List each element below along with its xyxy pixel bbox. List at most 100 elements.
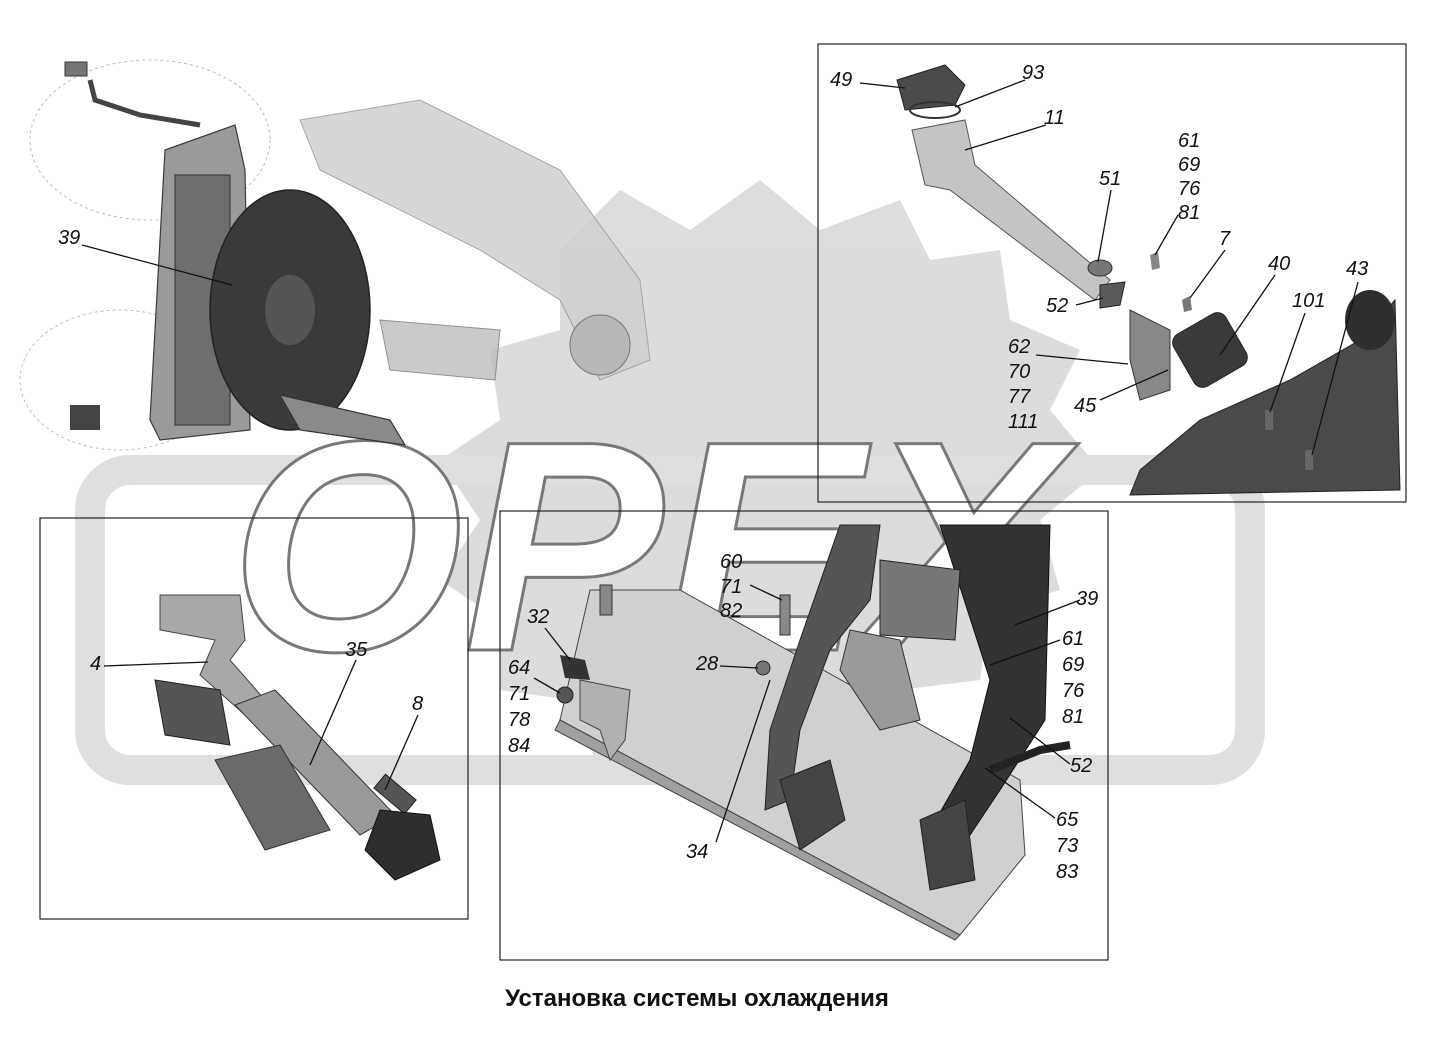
hose-clamp [1087, 259, 1113, 277]
filler-detail [817, 43, 1407, 503]
callout-label-83: 83 [1056, 861, 1078, 883]
callout-label-76: 76 [1062, 680, 1085, 702]
leader-line [1269, 312, 1306, 413]
support-arm-left [764, 524, 881, 811]
callout-label-82: 82 [720, 600, 742, 622]
callout-main-39: 39 [58, 227, 233, 286]
hose-52-frame [988, 741, 1071, 774]
nut-64 [556, 686, 574, 704]
leader-line [1009, 717, 1071, 765]
callout-label-111: 111 [1008, 411, 1038, 433]
callout-label-61: 61 [1178, 130, 1200, 152]
leader-line [309, 659, 357, 766]
callout-label-101: 101 [1292, 290, 1325, 312]
callout-label-52: 52 [1046, 295, 1068, 317]
callout-label-43: 43 [1346, 258, 1368, 280]
nut-28 [755, 660, 771, 676]
fan-hub [265, 275, 315, 345]
leader-line [544, 627, 571, 661]
expansion-tank-cylinder [1172, 312, 1248, 388]
upper-hose [87, 79, 201, 128]
tank-end-cap [1345, 290, 1395, 350]
screw-61 [1150, 252, 1160, 270]
bracket-lower [579, 679, 631, 762]
leader-line [964, 124, 1047, 151]
callout-label-8: 8 [412, 693, 423, 715]
pipe-block [154, 679, 231, 746]
clip-7 [1182, 296, 1192, 312]
leader-line [1099, 369, 1169, 401]
leader-line [719, 665, 759, 669]
hose-callouts: 4 35 8 [90, 639, 423, 791]
leader-line [989, 639, 1061, 666]
leader-line [1014, 599, 1081, 626]
callout-label-34: 34 [686, 841, 708, 863]
clip-32 [560, 655, 590, 680]
callout-label-81: 81 [1178, 202, 1200, 224]
leader-line [954, 79, 1026, 108]
leader-line [715, 679, 771, 843]
frame-detail [499, 510, 1109, 961]
callout-label-39: 39 [58, 227, 80, 249]
bracket-left [70, 405, 100, 430]
bolt-60 [779, 594, 791, 636]
callout-label-60: 60 [720, 551, 742, 573]
callout-label-76: 76 [1178, 178, 1201, 200]
callout-label-69: 69 [1178, 154, 1200, 176]
bracket-plate [1129, 309, 1171, 401]
pump-housing [569, 314, 631, 376]
callout-label-77: 77 [1008, 386, 1031, 408]
lower-arm [779, 759, 846, 851]
callout-label-65: 65 [1056, 809, 1079, 831]
callout-label-7: 7 [1219, 228, 1231, 250]
detail-callout-ellipse-top [29, 59, 271, 221]
tank-body [379, 319, 501, 381]
frame-detail-frame [499, 510, 1109, 961]
lower-arm-right [919, 799, 976, 891]
callout-label-11: 11 [1044, 107, 1065, 129]
seal-ring [909, 101, 961, 119]
callout-label-81: 81 [1062, 706, 1084, 728]
leader-line [1219, 274, 1276, 356]
callout-label-45: 45 [1074, 395, 1097, 417]
lower-hose [278, 394, 407, 446]
filler-cap [896, 64, 966, 111]
leader-line [384, 714, 419, 791]
leader-line [984, 767, 1056, 819]
bolt-43 [1305, 450, 1313, 470]
callout-label-51: 51 [1099, 168, 1121, 190]
intercooler-pipe [299, 99, 651, 381]
callout-label-62: 62 [1008, 336, 1030, 358]
leader-line [859, 82, 906, 89]
pump-end [364, 809, 441, 881]
frame-callouts: 60 71 82 32 28 64 71 78 84 34 39 61 69 7… [508, 551, 1098, 883]
leader-line [749, 584, 783, 601]
callout-label-71: 71 [508, 683, 530, 705]
filler-detail-frame [817, 43, 1407, 503]
callout-label-32: 32 [527, 606, 549, 628]
mount-bracket [839, 629, 921, 731]
filler-neck-small [64, 61, 88, 77]
callout-label-70: 70 [1008, 361, 1030, 383]
leader-line [81, 244, 233, 286]
leader-line [103, 661, 209, 667]
leader-line [1075, 297, 1104, 306]
callout-label-28: 28 [695, 653, 718, 675]
callout-label-49: 49 [830, 69, 852, 91]
callout-label-64: 64 [508, 657, 530, 679]
main-assembly [19, 59, 651, 451]
leader-line [1035, 354, 1129, 365]
leader-line [1189, 249, 1226, 299]
callout-label-71: 71 [720, 576, 742, 598]
clamp-8 [373, 773, 417, 815]
leader-line [533, 677, 561, 694]
callout-label-93: 93 [1022, 62, 1044, 84]
callout-label-35: 35 [345, 639, 368, 661]
filler-callouts: 49 93 11 51 61 69 76 81 7 40 43 101 52 6… [830, 62, 1368, 456]
filler-hose [1099, 281, 1126, 309]
callout-label-61: 61 [1062, 628, 1084, 650]
figure-caption: Установка системы охлаждения [505, 985, 889, 1012]
callout-label-4: 4 [90, 653, 101, 675]
callout-label-78: 78 [508, 709, 530, 731]
